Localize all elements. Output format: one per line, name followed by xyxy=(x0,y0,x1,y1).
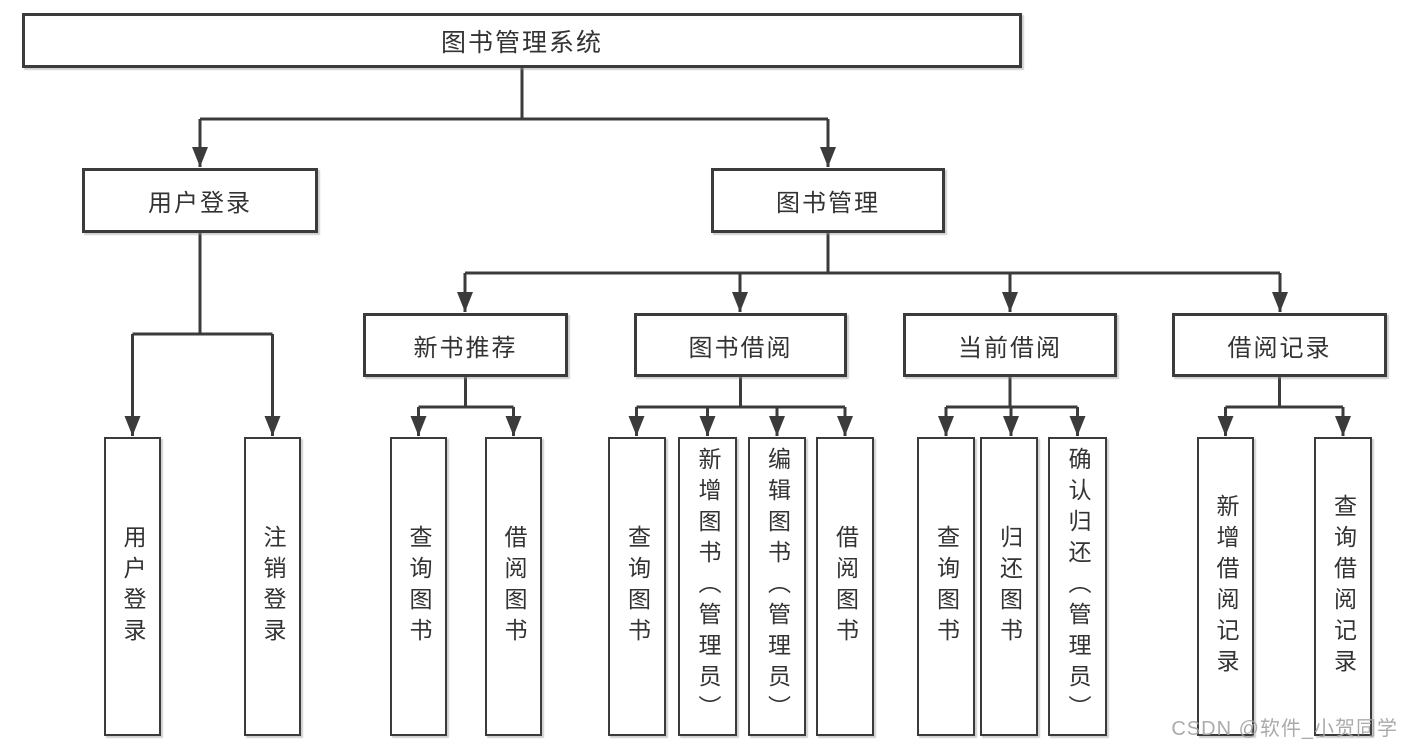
leaf-label: 借阅图书 xyxy=(832,524,859,649)
leaf-label: 查询图书 xyxy=(406,524,432,649)
leaf-label: 查询借阅记录 xyxy=(1330,493,1357,680)
node-borrowing-records: 借阅记录 xyxy=(1172,313,1387,377)
node-new-book-recommend: 新书推荐 xyxy=(363,313,568,377)
leaf-label: 确认归还（管理员） xyxy=(1065,447,1091,726)
node-label: 用户登录 xyxy=(148,190,252,217)
leaf-label: 用户登录 xyxy=(120,524,146,649)
leaf-add-book-admin: 新增图书（管理员） xyxy=(678,437,737,736)
node-library-management-system: 图书管理系统 xyxy=(22,13,1022,68)
leaf-borrow-books-borrowing: 借阅图书 xyxy=(816,437,874,736)
leaf-borrow-books-recommend: 借阅图书 xyxy=(485,437,542,736)
leaf-query-books-borrowing: 查询图书 xyxy=(608,437,666,736)
leaf-label: 查询图书 xyxy=(624,524,651,649)
leaf-label: 借阅图书 xyxy=(501,524,527,649)
leaf-label: 归还图书 xyxy=(996,524,1023,649)
leaf-label: 新增图书（管理员） xyxy=(695,447,721,726)
leaf-return-books: 归还图书 xyxy=(980,437,1038,736)
leaf-add-borrow-record: 新增借阅记录 xyxy=(1197,437,1254,736)
node-label: 图书管理 xyxy=(776,190,880,217)
leaf-logout: 注销登录 xyxy=(244,437,301,736)
node-book-management: 图书管理 xyxy=(711,168,945,233)
node-book-borrowing: 图书借阅 xyxy=(634,313,847,377)
node-label: 当前借阅 xyxy=(958,334,1062,362)
node-label: 图书管理系统 xyxy=(440,28,603,57)
csdn-watermark: CSDN @软件_小贺同学 xyxy=(1171,718,1398,740)
leaf-confirm-return-admin: 确认归还（管理员） xyxy=(1048,437,1107,736)
node-label: 新书推荐 xyxy=(413,334,518,362)
leaf-label: 注销登录 xyxy=(260,524,286,649)
leaf-query-books-current: 查询图书 xyxy=(917,437,975,736)
leaf-query-borrow-record: 查询借阅记录 xyxy=(1314,437,1372,736)
leaf-query-books-recommend: 查询图书 xyxy=(390,437,447,736)
node-label: 借阅记录 xyxy=(1227,334,1332,362)
node-current-borrowing: 当前借阅 xyxy=(903,313,1117,377)
leaf-edit-book-admin: 编辑图书（管理员） xyxy=(748,437,806,736)
leaf-user-login: 用户登录 xyxy=(104,437,161,736)
leaf-label: 新增借阅记录 xyxy=(1213,493,1239,680)
leaf-label: 查询图书 xyxy=(933,524,960,649)
node-label: 图书借阅 xyxy=(688,334,793,362)
node-user-login: 用户登录 xyxy=(82,168,318,233)
leaf-label: 编辑图书（管理员） xyxy=(764,447,791,726)
